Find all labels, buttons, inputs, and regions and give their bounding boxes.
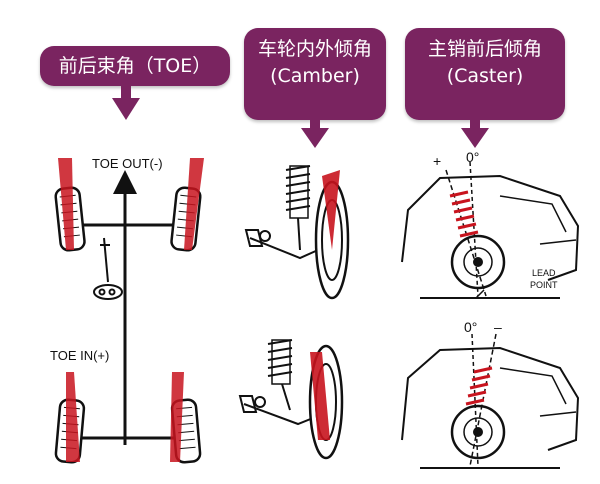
camber-title-banner: 车轮内外倾角 (Camber) <box>244 28 386 120</box>
camber-diagram-bottom <box>238 339 344 460</box>
camber-title-en: (Camber) <box>270 65 360 87</box>
camber-title-cn: 车轮内外倾角 <box>257 38 372 60</box>
caster-diagram-bottom: 0° – <box>401 319 580 469</box>
caster-bottom-zero: 0° <box>464 319 477 335</box>
toe-down-arrow-icon <box>112 86 140 120</box>
toe-in-label: TOE IN(+) <box>50 348 109 363</box>
front-right-toe-wedge <box>184 158 204 250</box>
caster-diagram-top: + 0° LEAD POINT <box>401 149 580 299</box>
caster-top-plus: + <box>433 153 441 169</box>
caster-spring-top <box>449 190 479 238</box>
caster-spring-bottom <box>465 366 493 406</box>
camber-down-arrow-icon <box>301 118 329 148</box>
caster-down-arrow-icon <box>461 118 489 148</box>
caster-bottom-minus: – <box>494 319 502 335</box>
caster-top-zero: 0° <box>466 149 479 165</box>
camber-wedge-top <box>322 170 340 250</box>
steering-linkage-icon <box>93 237 123 300</box>
toe-title: 前后束角（TOE） <box>58 55 212 77</box>
toe-out-label: TOE OUT(-) <box>92 156 163 171</box>
caster-title-en: (Caster) <box>446 65 524 87</box>
lead-point-line1: LEAD <box>532 268 556 278</box>
front-left-toe-wedge <box>58 158 74 250</box>
camber-diagram-top <box>244 165 350 300</box>
rear-left-toe-wedge <box>66 372 80 462</box>
rear-right-toe-wedge <box>170 372 184 462</box>
lead-point-line2: POINT <box>530 280 558 290</box>
toe-title-banner: 前后束角（TOE） <box>40 46 230 86</box>
caster-title-cn: 主销前后倾角 <box>427 38 542 60</box>
toe-diagram: TOE OUT(-) TOE IN(+) <box>50 156 204 464</box>
camber-wedge-bottom <box>310 352 330 440</box>
caster-title-banner: 主销前后倾角 (Caster) <box>405 28 565 120</box>
